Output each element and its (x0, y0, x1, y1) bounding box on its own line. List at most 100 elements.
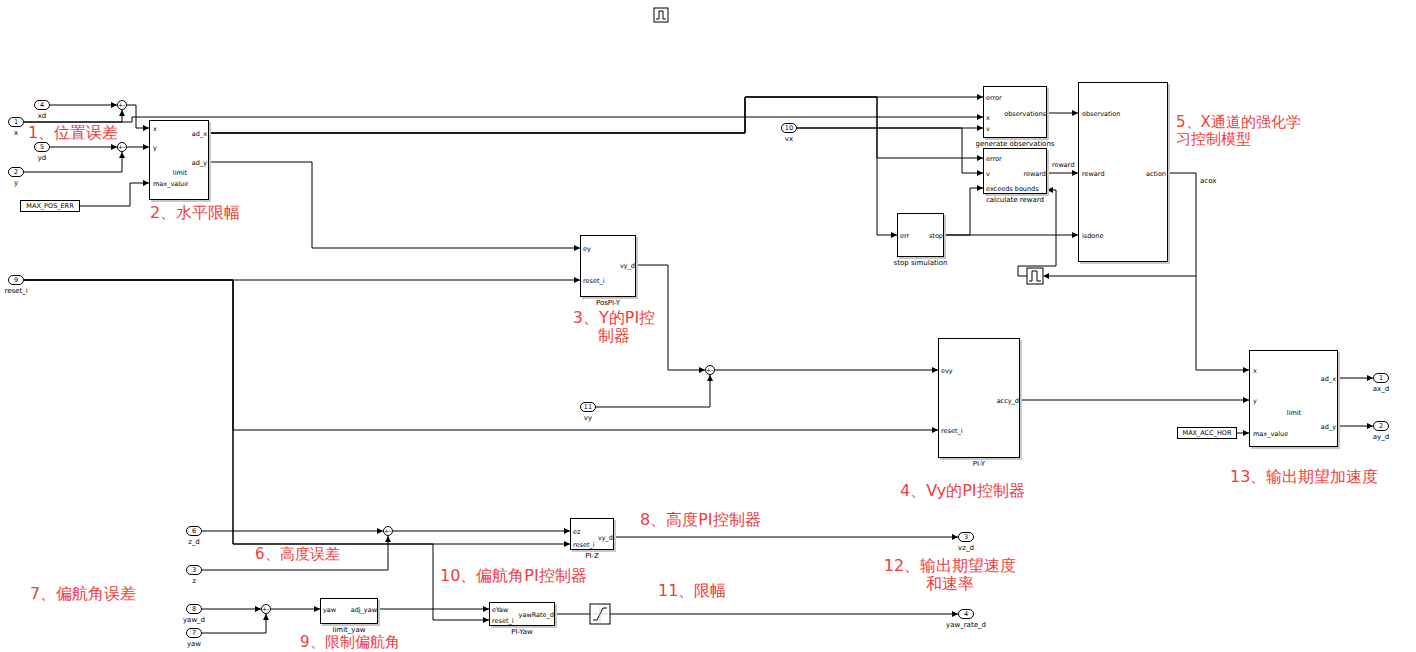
inport-block: 10vx (781, 123, 797, 133)
port-label: observation (1082, 110, 1120, 118)
port-label: x (1253, 367, 1257, 375)
inport-block: 9reset_i (8, 275, 24, 285)
block-name: PosPI-Y (596, 299, 620, 307)
port-label: reset_i (573, 541, 595, 549)
inport-block: 3z (186, 565, 202, 575)
annotation-note: 12、输出期望速度和速率 (880, 557, 1020, 592)
signal-wire (202, 536, 391, 570)
annotation-note: 7、偏航角误差 (30, 585, 136, 603)
block-name: calculate reward (986, 196, 1044, 204)
outport-block: 4yaw_rate_d (958, 609, 974, 619)
wire-line (393, 531, 570, 532)
wire-line (24, 280, 489, 620)
signal-wire (50, 144, 117, 150)
block-name: limit_yaw (332, 626, 365, 634)
signal-wire (555, 611, 958, 617)
signal-wire (614, 534, 958, 540)
port-name: ax_d (1373, 385, 1389, 393)
signal-wire (24, 280, 570, 547)
matlab-function-block: xymax_valuead_xad_ylimit (1249, 350, 1338, 447)
sum-sign: + (384, 527, 389, 534)
port-label: reset_i (492, 617, 514, 625)
arrow-head (1047, 187, 1053, 193)
signal-wire (24, 152, 125, 172)
arrow-head (119, 152, 125, 158)
wire-line (202, 609, 261, 610)
subsystem-block: evyreset_iaccy_dPI-Y (938, 338, 1020, 458)
signal-label: acox (1200, 178, 1216, 186)
rl-agent-block: observation reward isdone action (1078, 82, 1168, 262)
annotation-note: 13、输出期望加速度 (1230, 468, 1378, 486)
port-name: z (192, 577, 196, 585)
arrow-head (1043, 273, 1049, 279)
port-name: vz_d (958, 544, 974, 552)
annotation-note: 9、限制偏航角 (300, 634, 400, 651)
port-number: 8 (187, 605, 201, 613)
port-label: exceeds bounds (986, 185, 1039, 193)
wire-line (271, 609, 320, 610)
signal-wire (944, 185, 983, 235)
port-label: action (1146, 170, 1166, 178)
annotation-note: 3、Y的PI控制器 (566, 309, 662, 344)
block-name: PI-Y (973, 460, 985, 468)
signal-wire (202, 528, 383, 534)
signal-wire (271, 606, 320, 612)
wire-line (944, 188, 983, 235)
signal-wire (24, 280, 489, 623)
sum-block: +- (705, 365, 715, 375)
signal-wire (50, 102, 117, 108)
subsystem-block: errstopstop simulation (897, 213, 944, 257)
signal-wire (127, 105, 149, 131)
sum-sign: - (267, 605, 269, 612)
port-label: accy_d (997, 397, 1019, 405)
block-name: PI-Z (585, 552, 599, 560)
constant-block: MAX_ACC_HOR (1177, 427, 1237, 439)
port-label: reward (1023, 170, 1046, 178)
port-name: ay_d (1373, 433, 1389, 441)
wire-line (555, 614, 958, 615)
signal-wire (1237, 430, 1249, 436)
annotation-note: 2、水平限幅 (150, 204, 240, 222)
port-label: x (986, 114, 990, 122)
sum-block: +- (117, 100, 127, 110)
annotation-note: 6、高度误差 (255, 546, 340, 563)
wire-line (202, 614, 266, 633)
port-name: z_d (188, 538, 200, 546)
constant-value: MAX_POS_ERR (21, 202, 79, 210)
signal-wire (1338, 423, 1373, 429)
port-number: 4 (959, 610, 973, 618)
annotation-note: 4、Vy的PI控制器 (900, 482, 1025, 500)
signal-wire (24, 280, 938, 433)
port-name: reset_i (4, 287, 27, 295)
matlab-function-block: xymax_valuead_xad_ylimit (149, 120, 209, 200)
port-number: 9 (9, 276, 23, 284)
wire-line (596, 375, 710, 407)
port-name: vx (785, 135, 793, 143)
port-label: v (986, 125, 990, 133)
port-label: v (986, 170, 990, 178)
port-label: max_value (153, 180, 188, 188)
annotation-note: 11、限幅 (658, 582, 726, 600)
inport-block: 2y (8, 167, 24, 177)
port-number: 1 (1374, 374, 1388, 382)
sum-sign: + (706, 366, 711, 373)
port-label: reward (1082, 170, 1105, 178)
annotation-note: 8、高度PI控制器 (640, 511, 761, 529)
port-number: 5 (35, 143, 49, 151)
outport-block: 1ax_d (1373, 373, 1389, 383)
unit-delay-block (1027, 268, 1043, 284)
signal-wire (393, 528, 570, 534)
port-label: error (986, 155, 1002, 163)
port-label: isdone (1082, 232, 1103, 240)
arrow-head (119, 110, 125, 116)
sum-sign: - (389, 527, 391, 534)
port-label: ad_y (1321, 423, 1336, 431)
port-number: 2 (1374, 422, 1388, 430)
wire-line (80, 183, 149, 206)
arrow-head (263, 614, 269, 620)
signal-wire (1338, 375, 1373, 381)
port-label: ez (573, 528, 580, 536)
port-number: 3 (959, 533, 973, 541)
